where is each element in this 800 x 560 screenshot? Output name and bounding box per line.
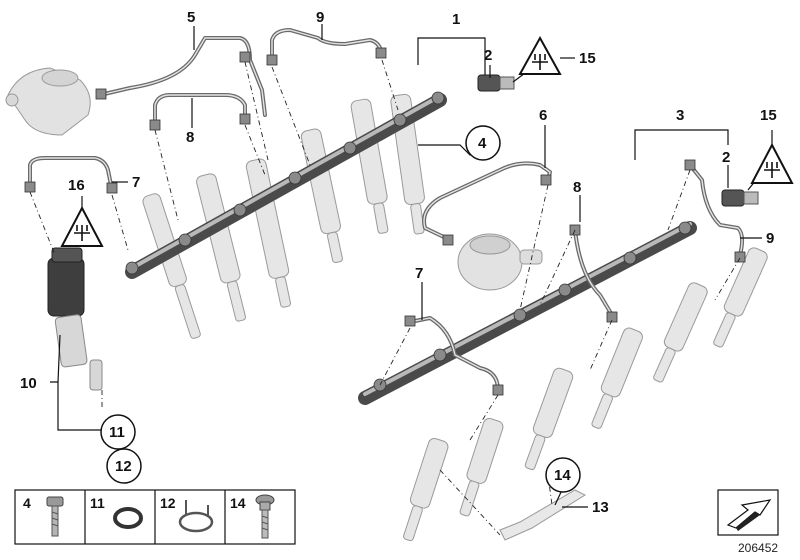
legend-label-12: 12: [160, 495, 176, 511]
left-rail-fittings: [125, 91, 445, 275]
direction-arrow-icon: [717, 489, 779, 536]
callout-7: 7: [132, 174, 140, 191]
bracket-part: [499, 489, 587, 541]
callout-5: 5: [187, 9, 195, 26]
callout-10: 10: [20, 375, 37, 392]
left-pipe-nuts: [24, 47, 387, 194]
callout-6: 6: [539, 107, 547, 124]
assembly-lines: [29, 59, 741, 536]
left-high-pressure-pump: [5, 67, 91, 136]
callout-13: 13: [592, 499, 609, 516]
left-pipe-5: [98, 36, 267, 117]
warning-triangle-icon: [60, 205, 104, 247]
callout-2-right: 2: [722, 149, 730, 166]
warning-triangle-icon: [518, 35, 562, 75]
callout-1: 1: [452, 11, 460, 28]
callout-16: 16: [68, 177, 85, 194]
circled-callouts: [100, 125, 581, 493]
seal-ring-icon: [113, 507, 143, 529]
left-pipe-8: [153, 93, 247, 127]
standalone-injector: [47, 247, 103, 391]
right-pressure-sensor: [721, 189, 759, 207]
spring-clip-icon: [178, 500, 214, 533]
callout-3: 3: [676, 107, 684, 124]
callout-2: 2: [484, 47, 492, 64]
legend-label-11: 11: [90, 495, 105, 511]
left-pressure-sensor: [477, 74, 515, 92]
callout-15: 15: [579, 50, 596, 67]
right-high-pressure-pump: [457, 233, 543, 291]
callout-8: 8: [186, 129, 194, 146]
screw-icon: [255, 494, 275, 539]
left-pipe-9: [270, 28, 384, 64]
left-assembly: [5, 28, 515, 391]
leader-lines: [50, 24, 773, 508]
callout-9: 9: [316, 9, 324, 26]
parts-legend: 4 11 12 14: [14, 489, 296, 545]
callout-12: 12: [115, 458, 132, 475]
right-injectors: [403, 247, 768, 542]
callout-8-right: 8: [573, 179, 581, 196]
left-fuel-rail: [125, 93, 447, 279]
callout-labels: 1 2 15 5 9 8 4 6 3 2 15 8 9 7 7 16 10 11…: [20, 9, 777, 516]
callout-14: 14: [554, 467, 571, 484]
right-pipe-9: [688, 163, 745, 257]
callout-7-right: 7: [415, 265, 423, 282]
legend-label-14: 14: [230, 495, 246, 511]
right-rail-fittings: [373, 221, 692, 392]
legend-label-4: 4: [23, 495, 31, 511]
right-pipe-6: [422, 161, 552, 242]
warning-triangle-icon: [750, 142, 794, 184]
callout-15-right: 15: [760, 107, 777, 124]
bolt-icon: [46, 496, 64, 537]
document-number: 206452: [738, 541, 778, 555]
callout-11: 11: [109, 424, 125, 441]
right-pipe-nuts: [404, 159, 746, 396]
callout-9-right: 9: [766, 230, 774, 247]
callout-4: 4: [478, 135, 487, 152]
right-assembly: [358, 159, 768, 542]
